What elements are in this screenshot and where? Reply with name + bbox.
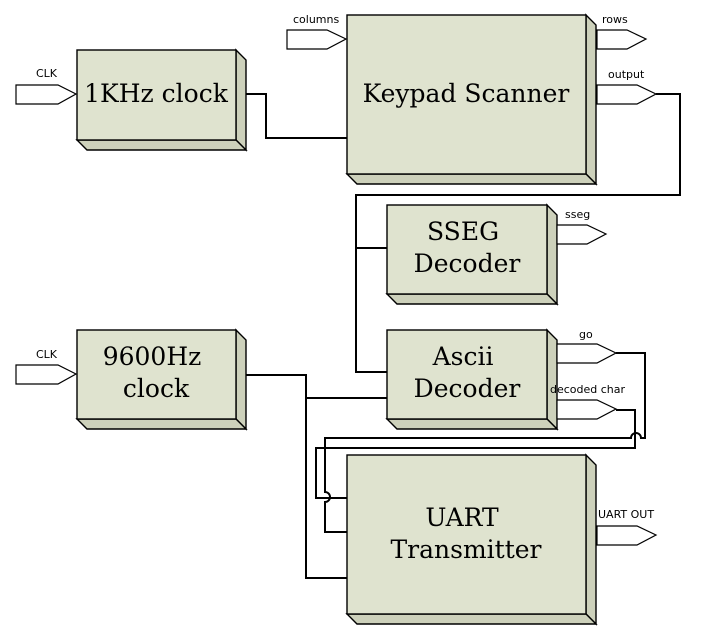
port-clk-top-label: CLK <box>36 67 58 80</box>
block-keypad-scanner-line-1: Keypad Scanner <box>363 79 570 108</box>
svg-text:SSEG Decoder: SSEG Decoder <box>414 217 521 278</box>
port-decoded-char: decoded char <box>550 383 626 420</box>
port-clk-top: CLK <box>15 67 78 105</box>
block-uart-transmitter-line-1: UART <box>425 503 499 532</box>
svg-text:Ascii Decoder: Ascii Decoder <box>414 342 521 403</box>
block-uart-transmitter: UART Transmitter <box>345 453 598 626</box>
port-clk-bottom-label: CLK <box>36 348 58 361</box>
block-1khz-clock-line-1: 1KHz clock <box>84 79 229 108</box>
block-sseg-decoder-line-1: SSEG <box>427 217 499 246</box>
port-sseg: sseg <box>556 208 608 245</box>
svg-text:Keypad Scanner: Keypad Scanner <box>363 79 570 108</box>
block-ascii-decoder-line-1: Ascii <box>432 342 494 371</box>
port-output-label: output <box>608 68 645 81</box>
block-9600hz-clock-line-1: 9600Hz <box>103 342 202 371</box>
port-columns-label: columns <box>293 13 339 26</box>
port-go: go <box>556 328 618 364</box>
port-uart-out-label: UART OUT <box>598 508 654 521</box>
block-9600hz-clock-line-2: clock <box>123 374 190 403</box>
block-keypad-scanner: Keypad Scanner <box>345 13 598 186</box>
block-ascii-decoder-line-2: Decoder <box>414 374 521 403</box>
block-9600hz-clock: 9600Hz clock <box>75 328 248 431</box>
svg-text:UART Transmitter: UART Transmitter <box>390 503 541 564</box>
port-columns: columns <box>286 13 348 50</box>
wires <box>236 93 681 579</box>
port-decoded-char-label: decoded char <box>550 383 626 396</box>
wire-output-to-decoders <box>355 93 681 373</box>
port-rows-label: rows <box>602 13 628 26</box>
port-clk-bottom: CLK <box>15 348 78 385</box>
block-sseg-decoder: SSEG Decoder <box>385 203 559 306</box>
port-sseg-label: sseg <box>565 208 590 221</box>
port-uart-out: UART OUT <box>596 508 658 546</box>
wire-9600-to-ascii-and-uart <box>236 374 387 579</box>
block-sseg-decoder-line-2: Decoder <box>414 249 521 278</box>
port-go-label: go <box>579 328 593 341</box>
block-uart-transmitter-line-2: Transmitter <box>390 535 541 564</box>
wire-1khz-to-keypad <box>236 93 347 139</box>
block-1khz-clock: 1KHz clock <box>75 48 248 152</box>
svg-text:1KHz clock: 1KHz clock <box>84 79 229 108</box>
block-ascii-decoder: Ascii Decoder <box>385 328 559 431</box>
port-output: output <box>596 68 658 105</box>
wire-decoded-char-to-uart <box>315 409 636 499</box>
svg-text:9600Hz clock: 9600Hz clock <box>103 342 210 403</box>
wire-go-to-uart <box>324 352 646 533</box>
port-rows: rows <box>596 13 648 50</box>
